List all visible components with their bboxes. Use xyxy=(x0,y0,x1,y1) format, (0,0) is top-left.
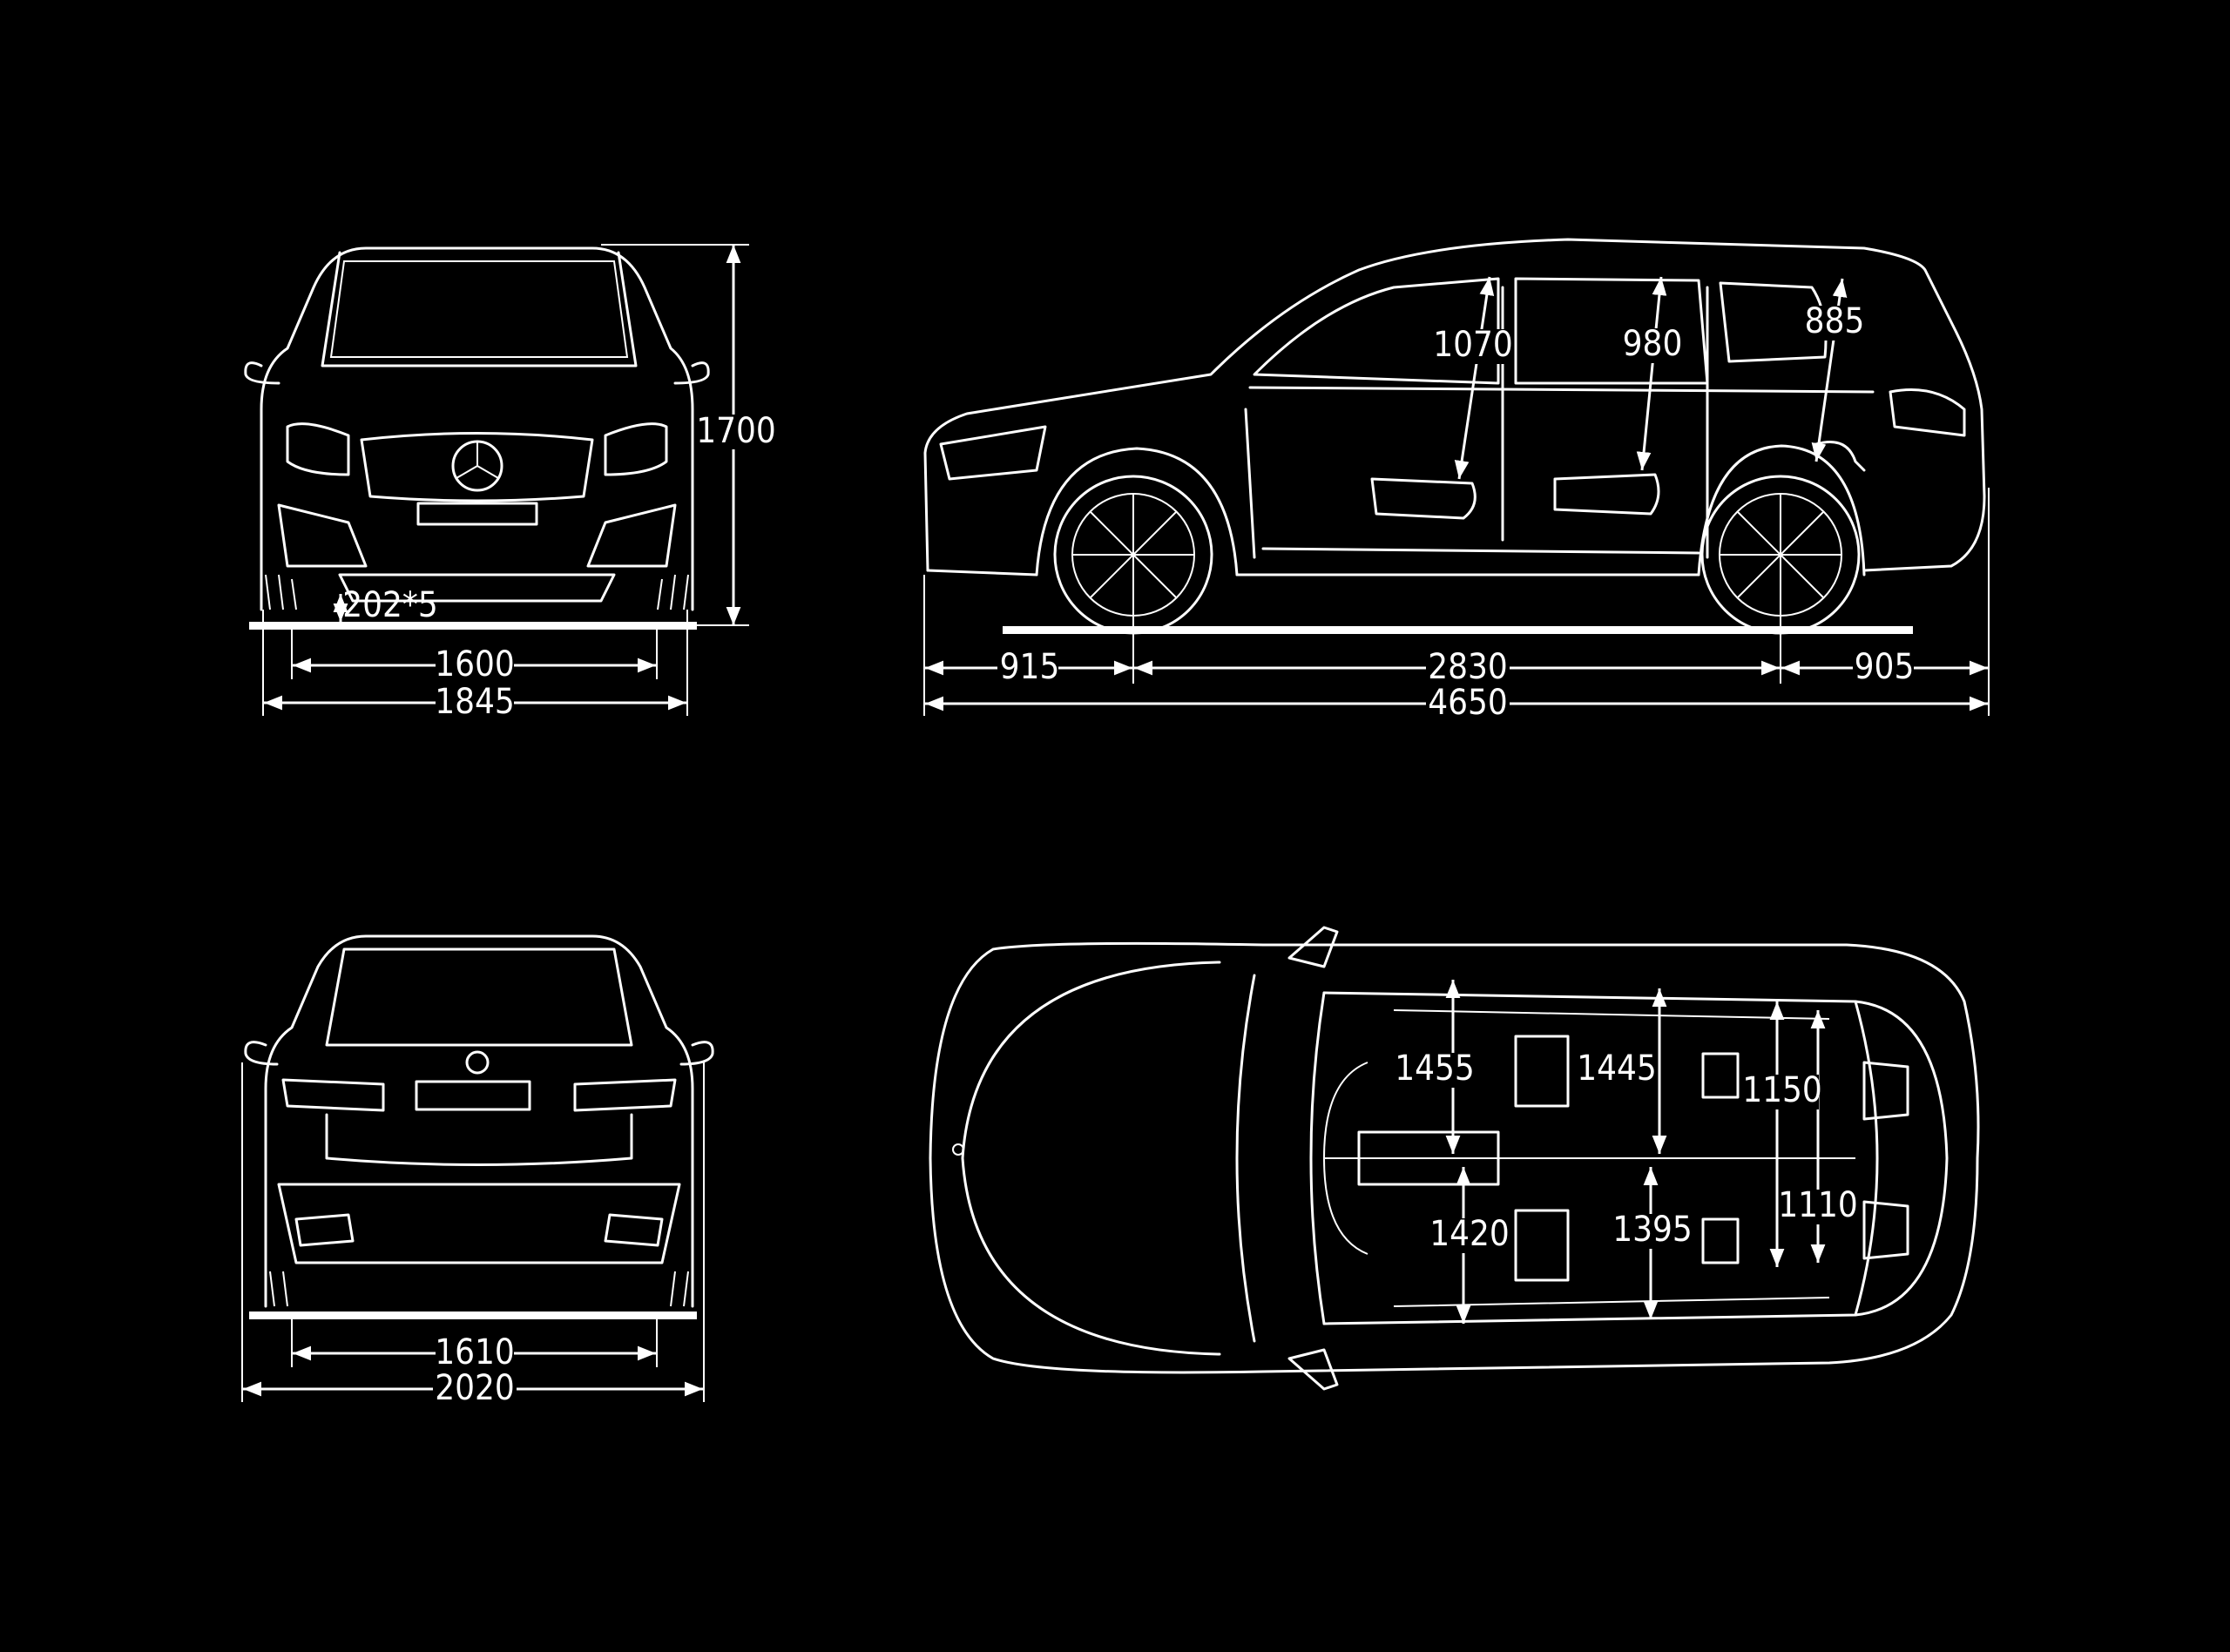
rear-overhang-label: 905 xyxy=(1855,647,1915,687)
hip-row3-label: 1110 xyxy=(1778,1185,1858,1225)
front-overhang-label: 915 xyxy=(1000,647,1060,687)
headroom-row3-label: 885 xyxy=(1805,301,1865,341)
hip-row2-label: 1395 xyxy=(1612,1210,1693,1250)
headroom-row1-label: 1070 xyxy=(1433,325,1513,365)
width-with-mirrors-label: 2020 xyxy=(435,1368,515,1408)
shoulder-row1-label: 1455 xyxy=(1395,1049,1475,1089)
side-view: 1070 980 885 915 2830 905 4650 xyxy=(923,238,1990,723)
rear-track-label: 1610 xyxy=(435,1332,515,1372)
wheelbase-label: 2830 xyxy=(1428,647,1508,687)
rear-ground-line xyxy=(249,1311,697,1319)
rear-car-outline xyxy=(244,934,714,1308)
length-label: 4650 xyxy=(1428,683,1508,723)
hip-row1-label: 1420 xyxy=(1429,1214,1510,1254)
top-view: 1455 1445 1150 1420 1395 1110 xyxy=(929,926,1980,1391)
side-car-outline xyxy=(923,238,1986,635)
rear-view: 1610 2020 xyxy=(241,934,714,1408)
ground-clearance-label: 202*5 xyxy=(342,585,438,625)
headroom-row2-label: 980 xyxy=(1623,324,1683,364)
front-car-outline xyxy=(244,246,710,611)
side-ground-line xyxy=(1003,626,1913,634)
shoulder-row2-label: 1445 xyxy=(1577,1049,1657,1089)
width-label: 1845 xyxy=(435,682,515,722)
front-track-label: 1600 xyxy=(435,644,515,684)
height-label: 1700 xyxy=(696,411,776,451)
shoulder-row3-label: 1150 xyxy=(1742,1070,1822,1110)
front-view: 1700 202*5 1600 1845 xyxy=(244,244,776,722)
front-ground-line xyxy=(249,622,697,630)
